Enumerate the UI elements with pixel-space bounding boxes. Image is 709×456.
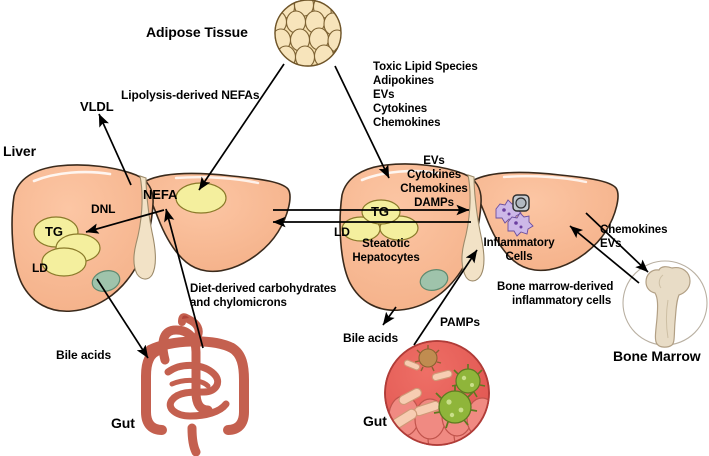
chemokines-bm-label: Chemokines [600,224,668,236]
nefa-label: NEFA [143,187,178,202]
bone-marrow-icon [622,260,708,348]
chemokines-label: Chemokines [373,117,441,129]
arrow-adipose-to-left-liver [198,63,285,191]
evs-label: EVs [373,89,395,101]
chemokines-right-label: Chemokines [400,183,468,195]
tg-left-label: TG [45,224,63,239]
arrow-adipose-to-right-liver [334,65,390,179]
cells-label: Cells [505,251,533,263]
adipose-tissue-icon [274,0,342,67]
bone-marrow-label: Bone Marrow [613,348,701,364]
ld-left-label: LD [32,261,48,275]
adipokines-label: Adipokines [373,75,434,87]
hepatocytes-label: Hepatocytes [352,252,420,264]
adipose-tissue-label: Adipose Tissue [146,24,248,40]
dnl-label: DNL [91,202,116,216]
bile-acids-left-label: Bile acids [56,348,112,362]
inflammatory-cells-icon [495,194,534,237]
intestine-icon [141,313,249,456]
toxic-lipid-species-label: Toxic Lipid Species [373,61,478,73]
liver-left-icon [11,164,291,313]
steatotic-label: Steatotic [362,238,410,250]
bone-marrow-derived-line-1: Bone marrow-derived [497,281,614,293]
arrow-liver-to-gut-bile [96,278,149,359]
cytokines-right-label: Cytokines [406,169,462,181]
bone-marrow-derived-line-2: inflammatory cells [512,295,612,307]
arrow-right-liver-to-gut-bile [382,306,397,326]
liver-label: Liver [3,143,36,159]
arrow-liver-to-vldl [98,113,132,186]
diet-derived-line-2: and chylomicrons [190,297,287,309]
evs-right-label: EVs [423,155,445,167]
damps-label: DAMPs [414,197,454,209]
pamps-label: PAMPs [440,315,480,329]
gut-left-label: Gut [111,415,135,431]
arrow-gut-to-nefa [164,208,204,349]
vldl-label: VLDL [80,99,114,114]
lipolysis-derived-nefas-label: Lipolysis-derived NEFAs [121,88,260,102]
cytokines-label: Cytokines [373,103,428,115]
inflammatory-label: Inflammatory [483,237,555,249]
gut-microbiota-icon [384,340,490,446]
tg-right-label: TG [371,204,389,219]
arrow-layer [85,63,649,359]
ld-right-label: LD [334,225,350,239]
arrow-nefa-to-tg [85,209,165,234]
liver-right-icon [339,163,619,312]
evs-bm-label: EVs [600,238,622,250]
arrow-gut-pamps-to-inflammatory [413,249,478,346]
bile-acids-right-label: Bile acids [343,331,399,345]
arrow-liver-to-bone-marrow [585,212,649,273]
diet-derived-line-1: Diet-derived carbohydrates [190,283,337,295]
gut-right-label: Gut [363,413,387,429]
arrow-bone-marrow-to-liver [569,225,640,284]
